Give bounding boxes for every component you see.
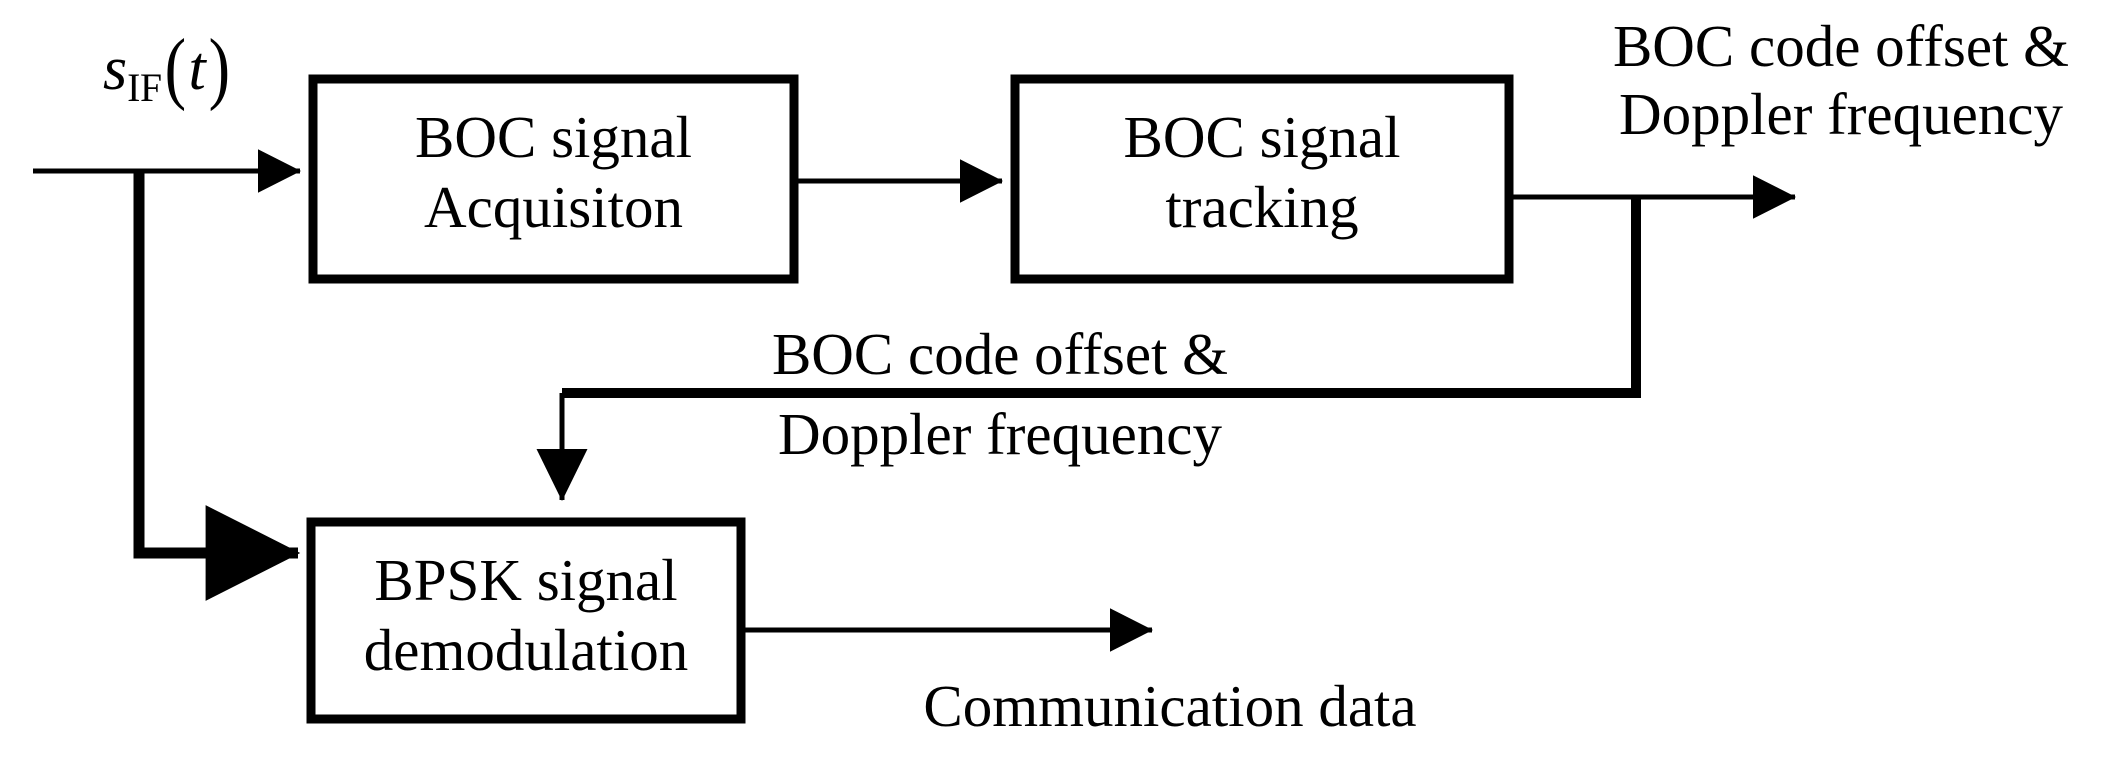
block-rect-boc-tracking <box>1010 74 1514 284</box>
block-rect-boc-acquisition <box>308 74 799 284</box>
feedback-label-line-2: Doppler frequency <box>778 401 1222 467</box>
feedback-label-line-2-wrap: Doppler frequency <box>640 400 1360 468</box>
feedback-label-line-1: BOC code offset & <box>771 321 1229 387</box>
signal-symbol-base: s <box>103 35 128 104</box>
output-label-top-right: BOC code offset & Doppler frequency <box>1556 12 2126 149</box>
output-label-text: Communication data <box>923 673 1417 739</box>
feedback-path-tracking-to-bpsk <box>562 197 1641 398</box>
output-label-line-2: Doppler frequency <box>1619 81 2063 148</box>
signal-paren-close: ) <box>208 23 230 112</box>
signal-symbol-subscript: IF <box>127 66 162 111</box>
signal-symbol-arg: t <box>188 35 206 104</box>
output-label-communication-data: Communication data <box>880 672 1460 740</box>
signal-paren-open: ( <box>164 23 186 112</box>
input-signal-symbol: sIF(t) <box>103 22 233 114</box>
output-label-line-1: BOC code offset & <box>1612 13 2070 79</box>
branch-input-to-bpsk <box>133 171 301 601</box>
feedback-label-line-1-wrap: BOC code offset & <box>640 320 1360 388</box>
block-rect-bpsk-demodulation <box>306 517 746 724</box>
